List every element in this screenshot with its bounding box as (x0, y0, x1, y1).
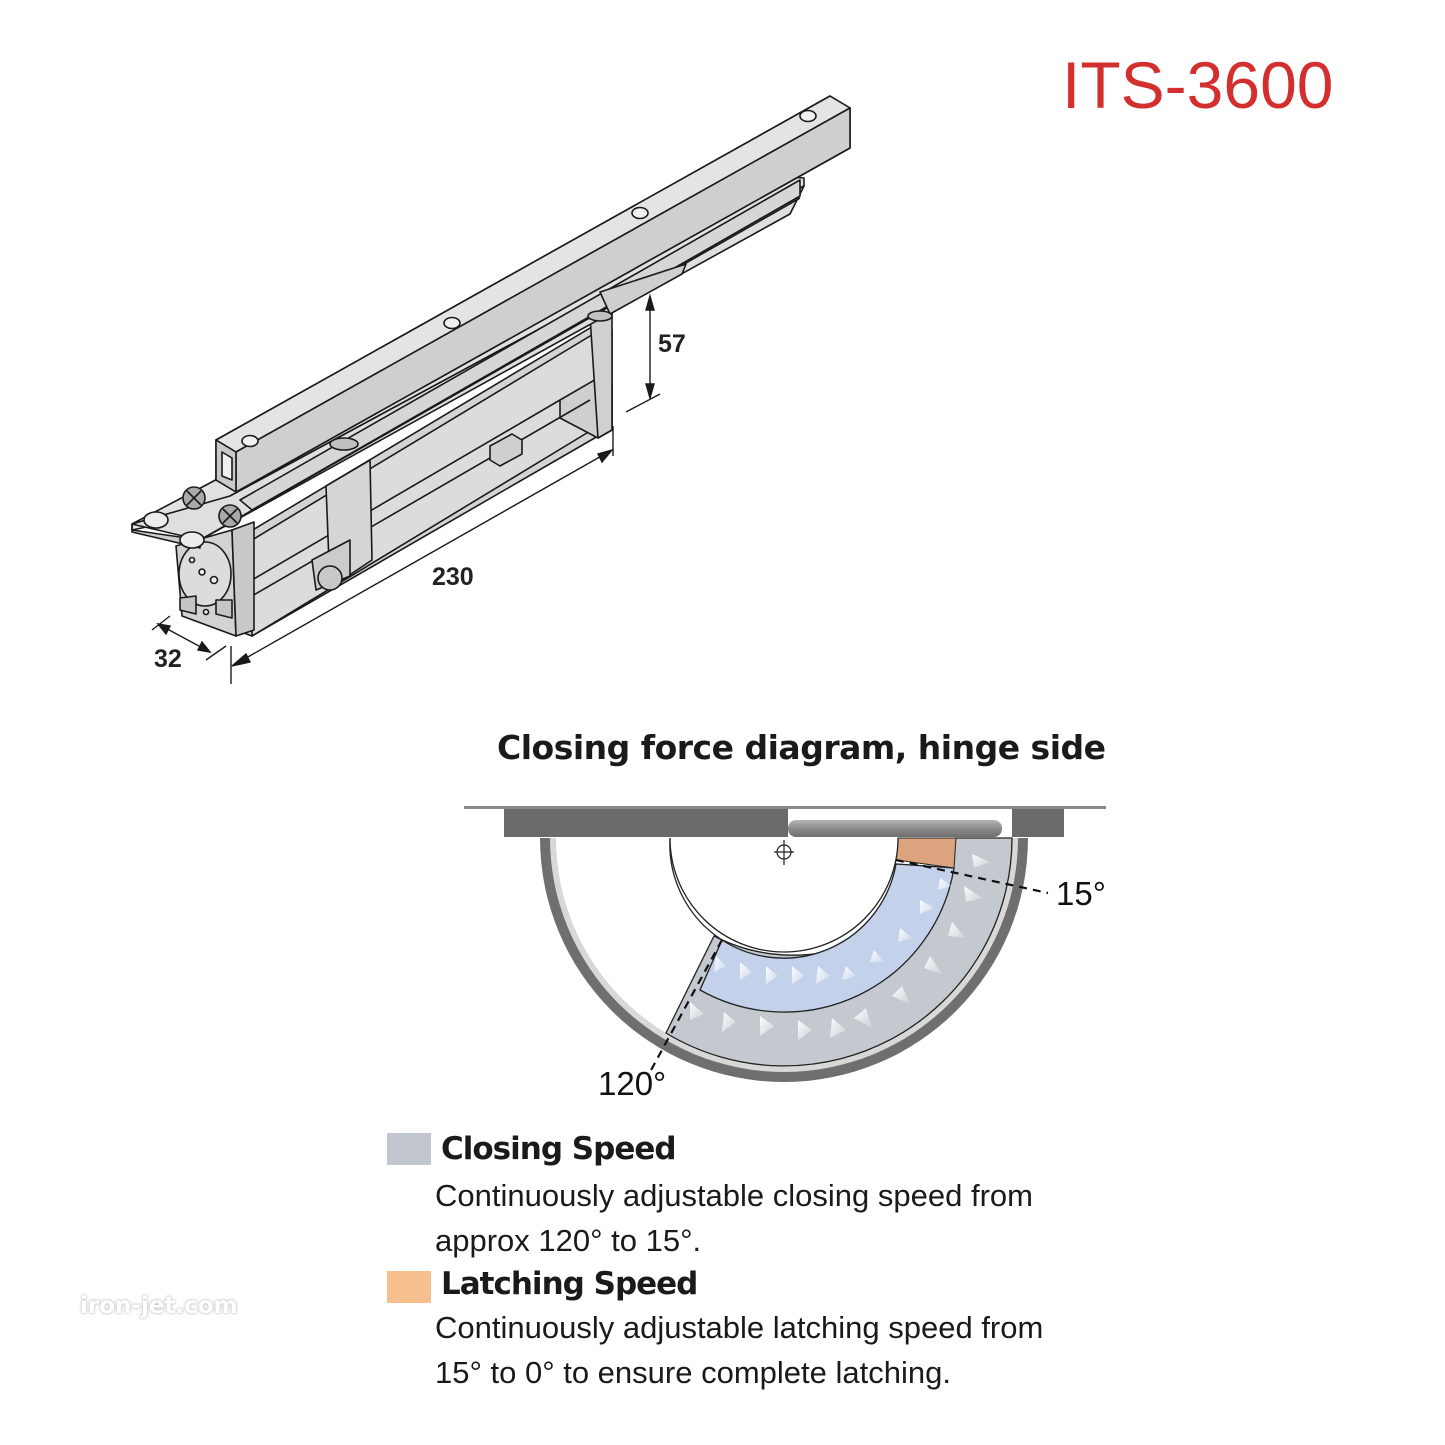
pivot-icon (774, 840, 794, 865)
angle-120-label: 120° (598, 1065, 666, 1102)
door-closer-drawing: 57 230 32 (131, 95, 851, 684)
latching-speed-heading: Latching Speed (441, 1266, 698, 1302)
closer-arm (788, 820, 1002, 837)
model-title: ITS-3600 (1062, 48, 1334, 122)
dimension-width-label: 32 (154, 645, 182, 673)
watermark: iron-jet.com (80, 1293, 238, 1319)
legend-item-closing-speed: Closing Speed Continuously adjustable cl… (387, 1131, 1187, 1258)
angle-15-label: 15° (1056, 875, 1106, 912)
latching-speed-desc-line2: 15° to 0° to ensure complete latching. (435, 1355, 951, 1390)
closing-force-diagram: 15° 120° (464, 806, 1106, 1102)
legend-item-latching-speed: Latching Speed Continuously adjustable l… (387, 1266, 1187, 1391)
closing-speed-description: Continuously adjustable closing speed fr… (435, 1173, 1195, 1263)
latching-speed-description: Continuously adjustable latching speed f… (435, 1305, 1195, 1395)
latching-speed-desc-line1: Continuously adjustable latching speed f… (435, 1310, 1044, 1345)
diagram-title: Closing force diagram, hinge side (497, 728, 1106, 767)
closing-speed-desc-line2: approx 120° to 15°. (435, 1223, 702, 1258)
dimension-length-label: 230 (432, 563, 474, 591)
dimension-height-label: 57 (658, 330, 686, 358)
closing-speed-heading: Closing Speed (441, 1131, 677, 1167)
latching-speed-swatch (387, 1271, 431, 1303)
closing-speed-swatch (387, 1133, 431, 1165)
closing-speed-desc-line1: Continuously adjustable closing speed fr… (435, 1178, 1033, 1213)
